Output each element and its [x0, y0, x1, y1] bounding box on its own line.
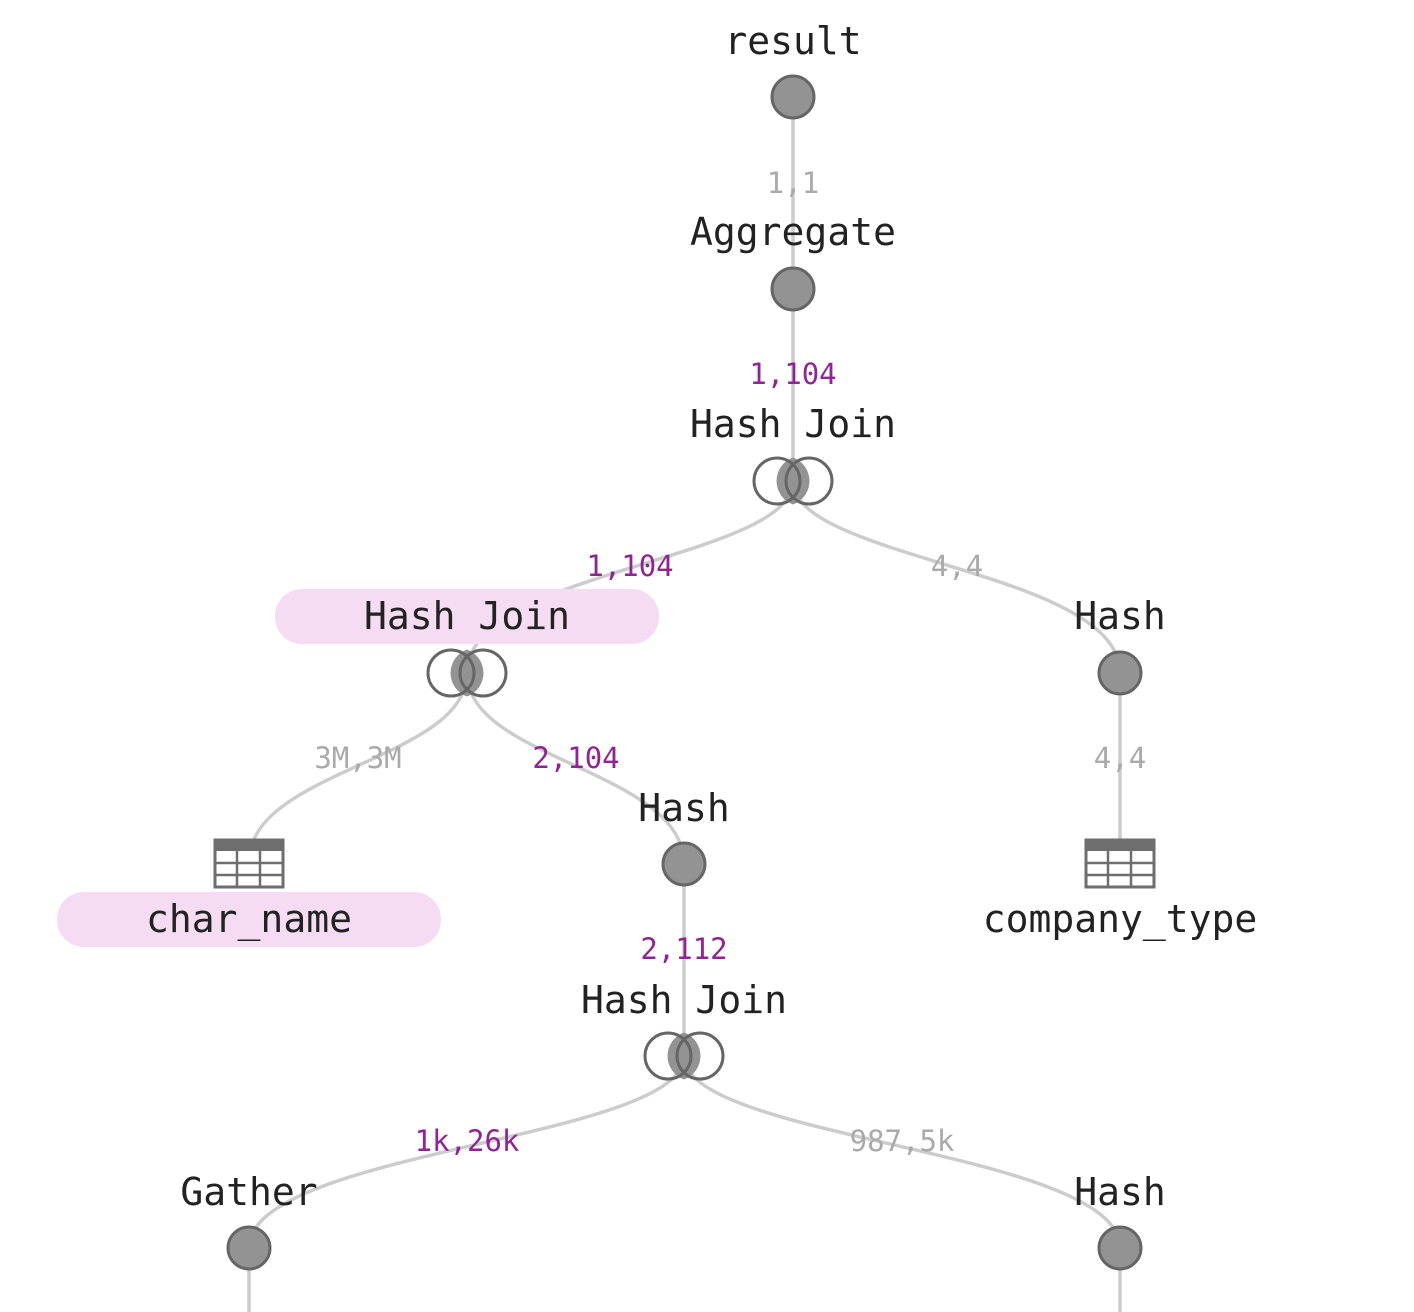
edge-hashjoin-char-name	[247, 672, 469, 863]
node-label-hash-join-2: Hash Join	[364, 594, 570, 638]
edge-hashjoin-hash	[465, 672, 686, 865]
node-labels-layer: result Aggregate Hash Join Hash Join Has…	[146, 19, 1257, 1214]
node-label-hash-3: Hash	[1074, 1170, 1166, 1214]
gather-node-icon[interactable]	[226, 1225, 272, 1271]
node-label-company-type: company_type	[983, 897, 1258, 942]
node-label-hash-join-3: Hash Join	[581, 978, 787, 1022]
node-label-hash-join-1: Hash Join	[690, 402, 896, 446]
node-label-hash-2: Hash	[638, 786, 730, 830]
edges-layer	[247, 97, 1122, 1312]
hash-join-2-icon[interactable]	[426, 648, 508, 698]
node-label-char-name: char_name	[146, 897, 352, 942]
edge-hashjoin-gather	[247, 1055, 686, 1249]
company-type-table-icon[interactable]	[1084, 838, 1156, 889]
edge-label-hashjoin-hashjoin: 1,104	[586, 549, 673, 583]
edge-label-hash-company-type: 4,4	[1094, 741, 1146, 775]
hash-3-node-icon[interactable]	[1097, 1225, 1143, 1271]
node-label-gather: Gather	[180, 1170, 317, 1214]
hash-join-1-icon[interactable]	[752, 456, 834, 506]
edge-label-result-aggregate: 1,1	[767, 166, 819, 200]
aggregate-node-icon[interactable]	[770, 266, 816, 312]
edge-hashjoin-hash-bottom	[682, 1055, 1122, 1249]
edge-labels-layer: 1,1 1,104 1,104 4,4 4,4 3M,3M 2,104 2,11…	[314, 166, 1146, 1158]
edge-label-aggregate-hashjoin: 1,104	[749, 357, 836, 391]
edge-label-hashjoin-hash: 4,4	[931, 549, 983, 583]
edge-label-hashjoin-gather: 1k,26k	[415, 1124, 520, 1158]
node-label-result: result	[724, 19, 861, 63]
edge-label-hashjoin-char-name: 3M,3M	[314, 741, 401, 775]
highlight-hash-join	[275, 589, 659, 644]
edge-label-hashjoin-hash-3: 987,5k	[850, 1124, 955, 1158]
char-name-table-icon[interactable]	[213, 838, 285, 889]
hash-join-3-icon[interactable]	[643, 1031, 725, 1081]
highlight-char-name	[57, 892, 441, 947]
edge-label-hash-hashjoin: 2,112	[640, 932, 727, 966]
node-label-aggregate: Aggregate	[690, 210, 896, 254]
result-node-icon[interactable]	[770, 74, 816, 120]
edge-hashjoin-hash-right	[791, 480, 1122, 674]
edge-label-hashjoin-hash-2: 2,104	[532, 741, 619, 775]
hash-2-node-icon[interactable]	[661, 841, 707, 887]
node-label-hash-1: Hash	[1074, 594, 1166, 638]
hash-1-node-icon[interactable]	[1097, 650, 1143, 696]
